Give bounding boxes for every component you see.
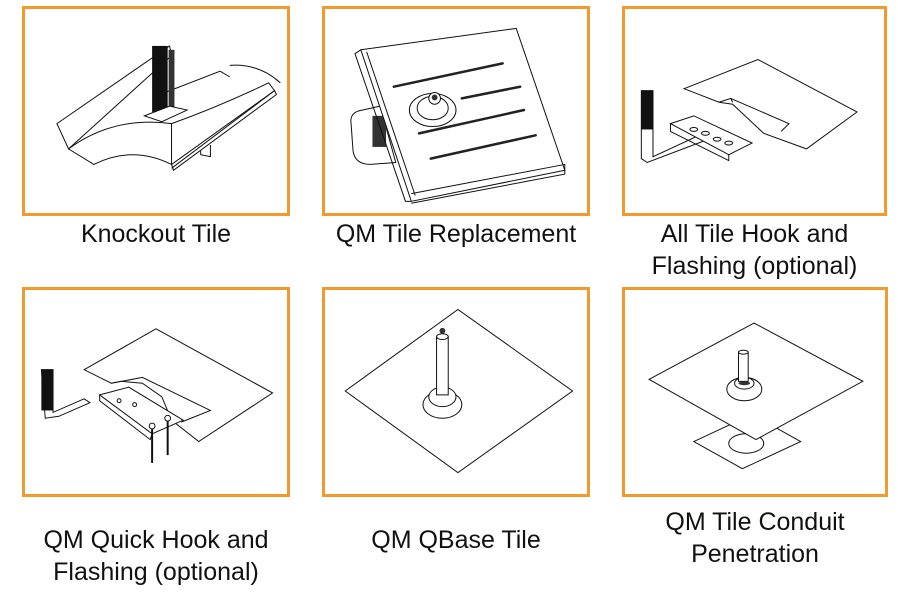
product-image-qm-tile-replacement: [322, 6, 590, 216]
label-line: Penetration: [691, 540, 819, 568]
qm-qbase-tile-illustration: [325, 290, 587, 494]
knockout-tile-illustration: [25, 9, 287, 213]
label-line: QM QBase Tile: [371, 526, 541, 554]
label-line: Knockout Tile: [80, 220, 232, 248]
qm-tile-conduit-illustration: [625, 290, 885, 494]
product-image-qm-quick-hook: [22, 287, 290, 497]
label-line: QM Quick Hook and: [43, 526, 269, 554]
label-line: All Tile Hook and: [660, 220, 849, 248]
product-image-all-tile-hook: [622, 6, 887, 216]
product-label-qm-quick-hook: QM Quick Hook and Flashing (optional): [22, 524, 290, 588]
qm-tile-replacement-illustration: [325, 9, 587, 213]
label-line: Flashing (optional): [651, 252, 858, 280]
label-line: Flashing (optional): [53, 558, 259, 586]
label-line: QM Tile Replacement: [335, 220, 577, 248]
product-image-qm-tile-conduit: [622, 287, 888, 497]
qm-quick-hook-illustration: [25, 290, 287, 494]
product-image-qm-qbase-tile: [322, 287, 590, 497]
all-tile-hook-illustration: [625, 9, 884, 213]
product-label-all-tile-hook: All Tile Hook and Flashing (optional): [622, 218, 887, 282]
product-label-qm-tile-replacement: QM Tile Replacement: [322, 218, 590, 250]
label-line: QM Tile Conduit: [665, 508, 845, 536]
product-label-qm-qbase-tile: QM QBase Tile: [322, 524, 590, 556]
product-label-knockout-tile: Knockout Tile: [22, 218, 290, 250]
product-image-knockout-tile: [22, 6, 290, 216]
product-label-qm-tile-conduit: QM Tile Conduit Penetration: [622, 506, 888, 570]
